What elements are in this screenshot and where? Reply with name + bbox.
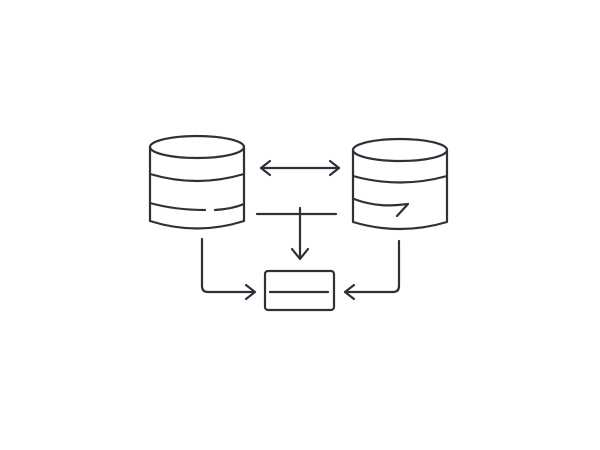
connector-line (255, 206, 338, 261)
arrowhead-left-icon (259, 159, 272, 177)
database-right-band-2 (352, 197, 410, 218)
arrowhead-right-icon (244, 283, 257, 301)
arrowhead-down-icon (290, 247, 310, 261)
arrowhead-right-icon (328, 159, 341, 177)
database-right (351, 137, 449, 231)
target-box (263, 269, 336, 312)
arrow-right-to-box (343, 239, 401, 301)
database-left (148, 134, 246, 230)
database-right-band-1 (351, 174, 449, 184)
arrow-left-to-box (200, 237, 257, 301)
database-left-band-2 (148, 201, 246, 212)
bidirectional-arrow (259, 159, 341, 177)
database-left-band-1 (148, 172, 246, 183)
arrowhead-left-icon (343, 283, 356, 301)
